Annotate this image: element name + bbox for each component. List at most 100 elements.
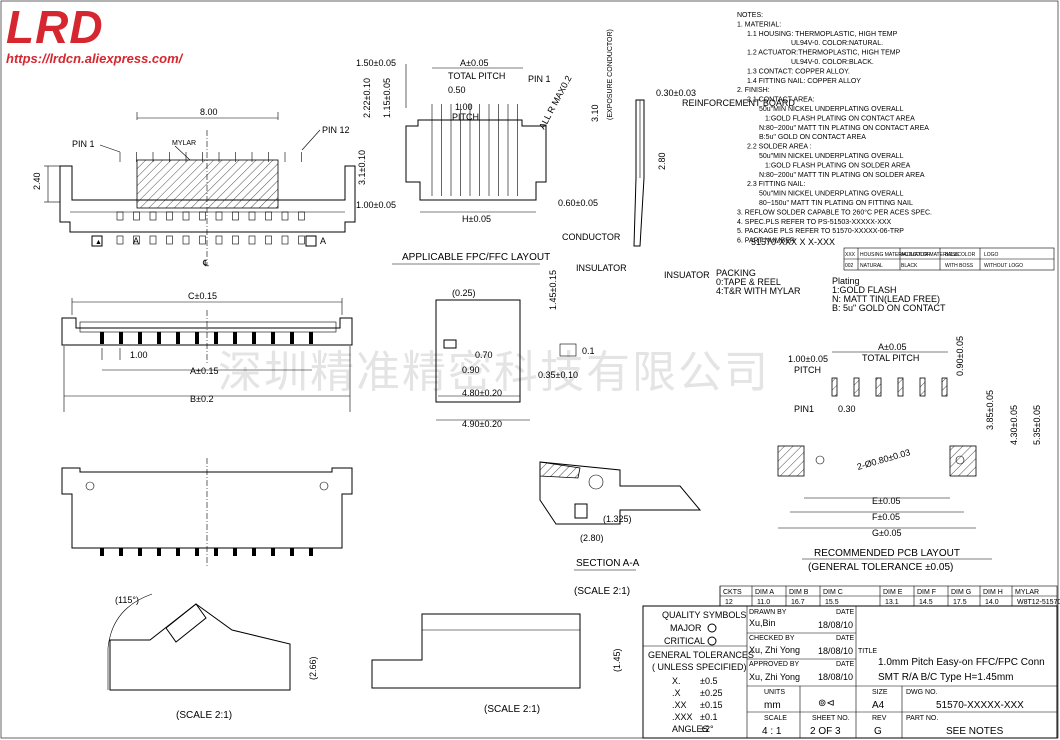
scale-value: 4 : 1 [762, 726, 782, 737]
pcb-total-pitch: TOTAL PITCH [862, 353, 919, 363]
dim-8-00: 8.00 [200, 107, 218, 117]
top-pin-tail-12 [298, 235, 305, 245]
top-pin-tail-7 [215, 235, 223, 245]
front-pin-12 [309, 332, 313, 344]
bottom-pin-11 [290, 548, 294, 556]
top-pin-tail-10 [265, 235, 272, 245]
date-label-2: DATE [836, 635, 854, 642]
brand-logo: LRD [6, 1, 104, 53]
svg-text:℄: ℄ [202, 258, 209, 268]
label-total-pitch: TOTAL PITCH [448, 71, 505, 81]
tol-key-4: ANGLES [672, 724, 709, 734]
dim-2-80-section: (2.80) [580, 533, 604, 543]
sheet-value: 2 OF 3 [810, 726, 841, 737]
units-value: mm [764, 700, 781, 711]
pcb-pitch-label: PITCH [794, 365, 821, 375]
open-view-scale: (SCALE 2:1) [176, 710, 232, 721]
dim-115: (115°) [115, 595, 139, 605]
label-mylar: MYLAR [172, 140, 196, 147]
checked-by-name: Xu, Zhi Yong [749, 645, 800, 655]
note-line-12: N:80~200u" MATT TIN PLATING ON CONTACT A… [759, 125, 929, 132]
dim-1-325: (1.325) [603, 514, 632, 524]
top-view: 8.00 PIN 1 PIN 12 MYLAR 2.40 ▲ A A ℄ [32, 107, 356, 268]
dim-table-header-7: DIM H [983, 589, 1003, 596]
top-pin-foot-2 [133, 211, 140, 221]
note-line-21: 3. REFLOW SOLDER CAPABLE TO 260°C PER AC… [737, 208, 932, 216]
open-view: (115°) (2.66) (SCALE 2:1) [107, 593, 318, 721]
bottom-pin-12 [309, 548, 313, 556]
legend-header-2: ACTUATOR MATERIAL&COLOR [901, 252, 976, 258]
section-mark-a-left: A [133, 236, 139, 246]
legend-value-3: WITH BOSS [945, 263, 974, 269]
dim-table-header-1: DIM A [755, 589, 774, 596]
pcb-tolerance: (GENERAL TOLERANCE ±0.05) [808, 562, 953, 573]
pcb-layout: A±0.05 TOTAL PITCH 1.00±0.05 PITCH PIN1 … [777, 336, 1042, 573]
pcb-pad-1 [831, 377, 838, 397]
dim-table-value-7: 14.0 [985, 599, 999, 606]
front-pin-1 [100, 332, 104, 344]
dim-3-1: 3.1±0.10 [357, 150, 367, 185]
svg-text:▲: ▲ [95, 239, 102, 246]
approved-by-label: APPROVED BY [749, 661, 800, 668]
front-pin-6 [195, 332, 199, 344]
dim-0-30: 0.30±0.03 [656, 88, 696, 98]
legend-header-1: HOUSING MATERIAL&COLOR [860, 252, 931, 258]
front-pin-11 [290, 332, 294, 344]
top-pin-foot-5 [182, 211, 190, 221]
units-label: UNITS [764, 689, 785, 696]
pcb-dim-g: G±0.05 [872, 528, 901, 538]
closed-view: (1.45) (SCALE 2:1) [371, 613, 622, 715]
top-pin-tail-9 [248, 235, 256, 245]
date-3: 18/08/10 [818, 672, 853, 682]
bottom-pin-6 [195, 548, 199, 556]
dim-0-25: (0.25) [452, 288, 476, 298]
tol-title: GENERAL TOLERANCES [648, 650, 754, 660]
top-pin-tail-3 [149, 235, 157, 245]
front-housing [61, 317, 353, 346]
section-mark-a-right: A [320, 236, 326, 246]
bottom-pin-1 [100, 548, 104, 556]
note-line-0: NOTES: [737, 12, 763, 19]
note-line-14: 2.2 SOLDER AREA : [747, 144, 812, 151]
bottom-pin-10 [271, 548, 275, 556]
front-pin-3 [138, 332, 142, 344]
note-line-22: 4. SPEC.PLS REFER TO PS-51503-XXXXX-XXX [737, 219, 892, 226]
dim-a-pitch: A±0.05 [460, 58, 488, 68]
label-pin1-top: PIN 1 [72, 139, 95, 149]
tol-val-1: ±0.25 [700, 688, 722, 698]
pcb-dim-holes: 2-Ø0.80±0.03 [856, 447, 912, 472]
packing-2: 4:T&R WITH MYLAR [716, 286, 801, 296]
note-line-16: 1:GOLD FLASH PLATING ON SOLDER AREA [765, 162, 911, 169]
note-line-3: UL94V-0. COLOR:NATURAL. [791, 40, 883, 47]
dim-table-header-2: DIM B [789, 589, 809, 596]
drawn-by-name: Xu,Bin [749, 618, 776, 628]
dim-1-45-closed: (1.45) [612, 648, 622, 672]
notes-block: NOTES:1. MATERIAL:1.1 HOUSING: THERMOPLA… [737, 12, 932, 245]
checked-by-label: CHECKED BY [749, 635, 795, 642]
top-pin-tail-5 [182, 235, 190, 245]
top-pin-foot-12 [298, 211, 305, 221]
top-pin-tail-6 [199, 235, 206, 245]
label-exposure: (EXPOSURE CONDUCTOR) [607, 29, 614, 120]
bottom-pin-7 [214, 548, 218, 556]
dim-table-value-3: 15.5 [825, 599, 839, 606]
top-pin-foot-9 [248, 211, 256, 221]
top-housing-outline [59, 165, 356, 233]
dim-b-front: B±0.2 [190, 394, 213, 404]
bottom-view [61, 458, 353, 568]
packing-1: 0:TAPE & REEL [716, 277, 781, 287]
note-line-2: 1.1 HOUSING: THERMOPLASTIC, HIGH TEMP [747, 31, 898, 38]
dim-2-66: (2.66) [308, 656, 318, 680]
dim-table-value-4: 13.1 [885, 599, 899, 606]
dim-table-header-6: DIM G [951, 589, 971, 596]
top-pin-foot-3 [149, 211, 157, 221]
top-pin-foot-8 [232, 211, 239, 221]
note-line-23: 5. PACKAGE PLS REFER TO 51570-XXXXX-06-T… [737, 228, 904, 235]
bottom-pin-8 [233, 548, 237, 556]
top-pin-foot-7 [215, 211, 223, 221]
front-pin-5 [176, 332, 180, 344]
note-line-20: 80~150u" MATT TIN PLATING ON FITTING NAI… [759, 200, 913, 207]
